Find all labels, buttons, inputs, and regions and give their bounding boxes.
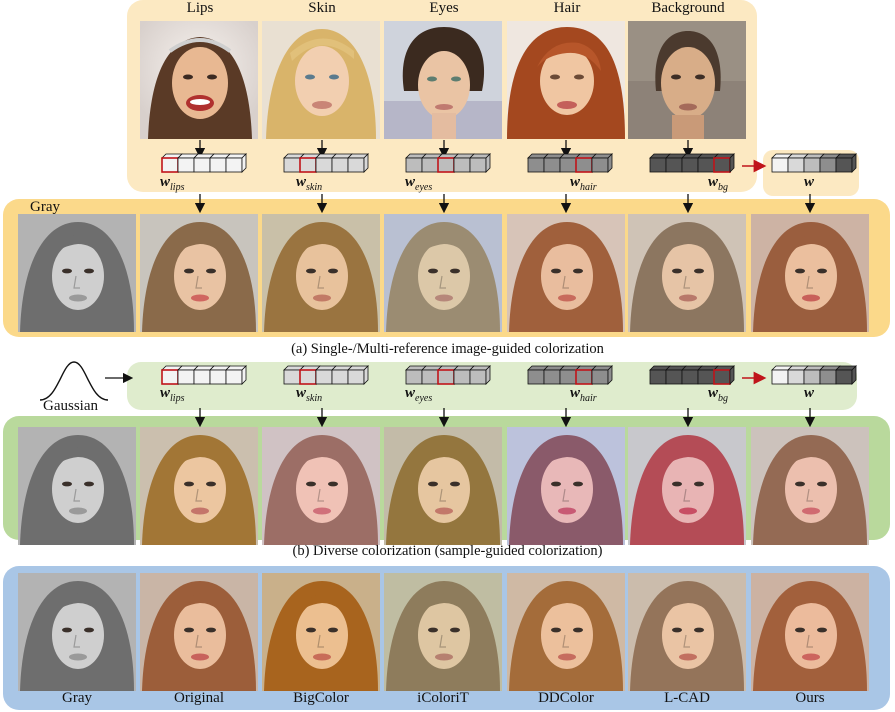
method-label: Original bbox=[174, 690, 224, 706]
row-b-image-6 bbox=[751, 427, 869, 545]
reference-photo-background bbox=[628, 21, 746, 139]
row-a-image-0 bbox=[18, 214, 136, 332]
reference-label-eyes: Eyes bbox=[429, 0, 459, 16]
reference-photo-eyes bbox=[384, 21, 502, 139]
caption-b: (b) Diverse colorization (sample-guided … bbox=[292, 543, 603, 559]
latent-label-eyes: weyes bbox=[405, 174, 433, 193]
row-b-image-5 bbox=[628, 427, 746, 545]
method-label: L-CAD bbox=[664, 690, 710, 706]
row-a-image-3 bbox=[384, 214, 502, 332]
latent-label-combined-b: w bbox=[804, 385, 815, 401]
method-label: Gray bbox=[62, 690, 92, 706]
latent-label-combined: w bbox=[804, 174, 815, 190]
row-a-image-4 bbox=[507, 214, 625, 332]
combined-latent-code-block bbox=[771, 153, 857, 173]
latent-code-block bbox=[161, 153, 247, 173]
gaussian-code-panel bbox=[127, 362, 857, 410]
latent-code-block bbox=[527, 153, 613, 173]
row-a-image-5 bbox=[628, 214, 746, 332]
latent-label-skin: wskin bbox=[296, 174, 323, 193]
latent-label-bg-b: wbg bbox=[708, 385, 729, 404]
row-b-image-3 bbox=[384, 427, 502, 545]
row-b-image-0 bbox=[18, 427, 136, 545]
row-c-image-4 bbox=[507, 573, 625, 691]
latent-label-skin-b: wskin bbox=[296, 385, 323, 404]
latent-code-block bbox=[283, 365, 369, 385]
combined-latent-code-block bbox=[771, 365, 857, 385]
row-a-image-1 bbox=[140, 214, 258, 332]
caption-a: (a) Single-/Multi-reference image-guided… bbox=[291, 341, 604, 357]
latent-code-block bbox=[283, 153, 369, 173]
row-c-image-0 bbox=[18, 573, 136, 691]
method-label: Ours bbox=[795, 690, 825, 706]
row-b-image-4 bbox=[507, 427, 625, 545]
reference-label-hair: Hair bbox=[553, 0, 581, 16]
reference-photo-hair bbox=[507, 21, 625, 139]
latent-label-hair: whair bbox=[570, 174, 597, 193]
row-a-image-2 bbox=[262, 214, 380, 332]
latent-label-hair-b: whair bbox=[570, 385, 597, 404]
latent-code-block bbox=[649, 365, 735, 385]
reference-photo-skin bbox=[262, 21, 380, 139]
latent-code-block bbox=[527, 365, 613, 385]
gray-label: Gray bbox=[30, 199, 60, 215]
reference-label-background: Background bbox=[651, 0, 725, 16]
method-label: iColoriT bbox=[417, 690, 469, 706]
row-b-image-1 bbox=[140, 427, 258, 545]
row-c-image-2 bbox=[262, 573, 380, 691]
row-a-image-6 bbox=[751, 214, 869, 332]
latent-code-block bbox=[161, 365, 247, 385]
method-label: BigColor bbox=[293, 690, 349, 706]
row-b-image-2 bbox=[262, 427, 380, 545]
latent-label-lips-b: wlips bbox=[160, 385, 185, 404]
latent-label-lips: wlips bbox=[160, 174, 185, 193]
reference-label-skin: Skin bbox=[308, 0, 336, 16]
method-label: DDColor bbox=[538, 690, 594, 706]
row-c-image-5 bbox=[628, 573, 746, 691]
latent-label-eyes-b: weyes bbox=[405, 385, 433, 404]
row-c-image-1 bbox=[140, 573, 258, 691]
latent-label-bg: wbg bbox=[708, 174, 729, 193]
latent-code-block bbox=[405, 365, 491, 385]
row-c-image-6 bbox=[751, 573, 869, 691]
reference-photo-lips bbox=[140, 21, 258, 139]
reference-label-lips: Lips bbox=[186, 0, 214, 16]
latent-code-block bbox=[405, 153, 491, 173]
latent-code-block bbox=[649, 153, 735, 173]
row-c-image-3 bbox=[384, 573, 502, 691]
gaussian-label: Gaussian bbox=[43, 398, 98, 414]
gaussian-curve-icon bbox=[0, 0, 1, 1]
